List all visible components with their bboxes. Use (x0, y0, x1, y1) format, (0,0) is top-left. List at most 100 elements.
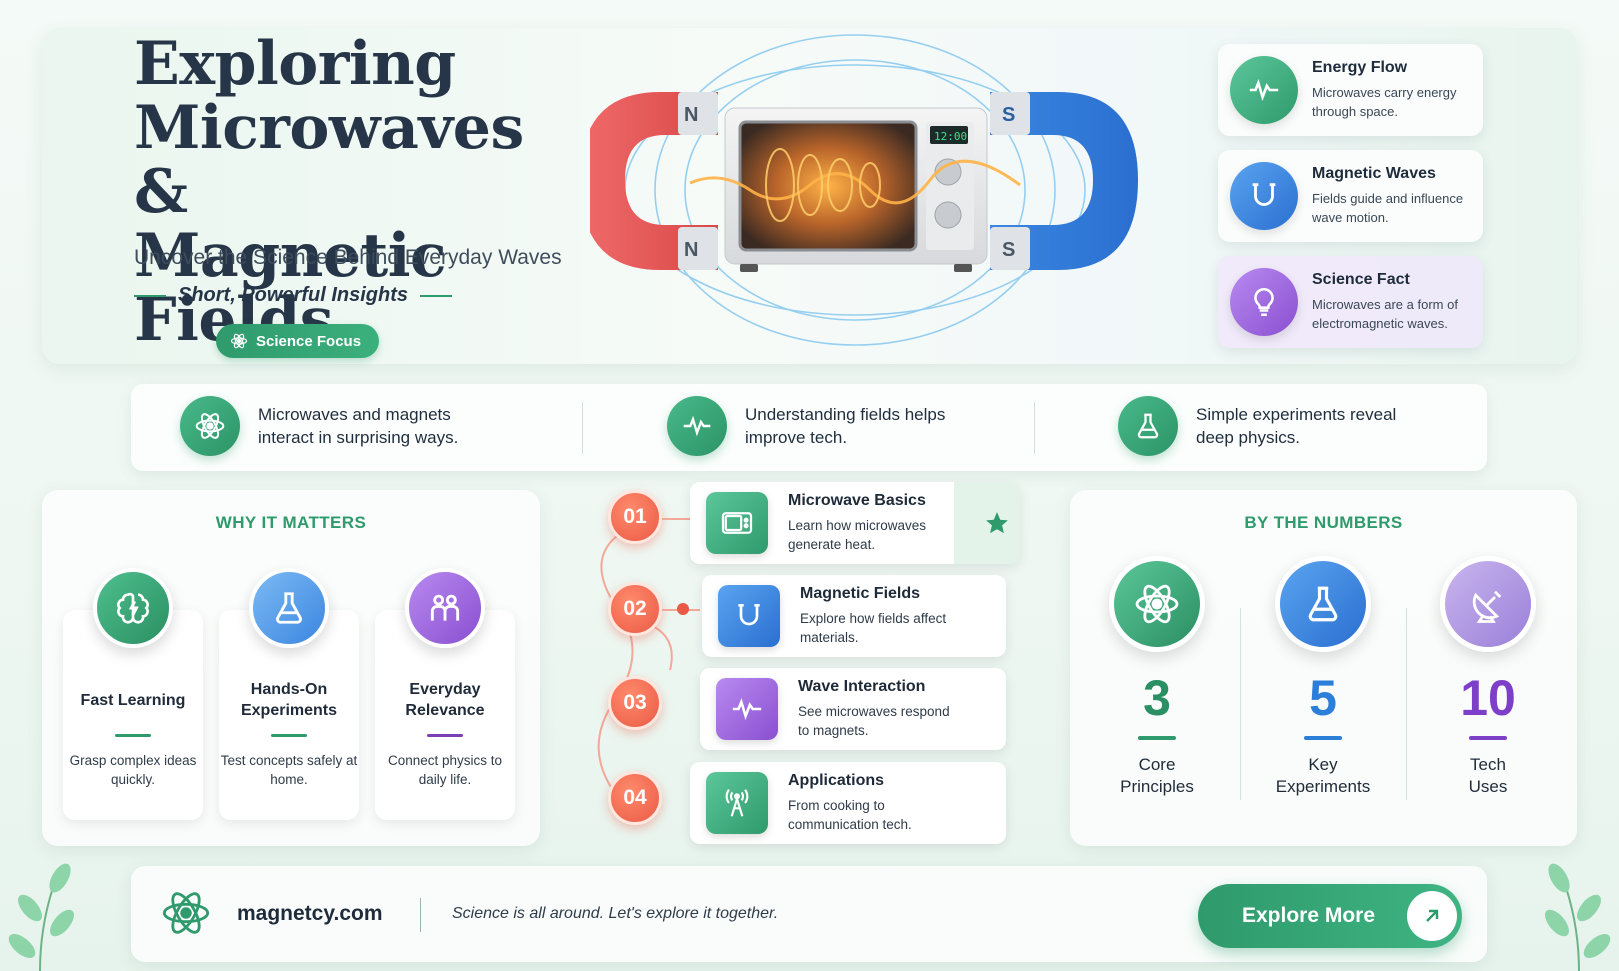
step-applications[interactable]: Applications From cooking to communicati… (690, 762, 1006, 844)
step-text: Learn how microwaves generate heat. (788, 518, 927, 552)
microwave-oven: 12:00 (689, 107, 1021, 272)
stat-value: 5 (1309, 670, 1337, 726)
card-title: Magnetic Waves (1312, 165, 1436, 182)
feature-card-energy-flow[interactable]: Energy Flow Microwaves carry energy thro… (1218, 44, 1483, 136)
pole-label: N (684, 104, 698, 126)
feature-card-science-fact[interactable]: Science Fact Microwaves are a form of el… (1218, 256, 1483, 348)
insight-text: Short, Powerful Insights (178, 284, 409, 306)
step-number: 01 (608, 490, 662, 544)
atom-icon (180, 396, 240, 456)
footer-tagline: Science is all around. Let's explore it … (452, 905, 779, 922)
insight-strip (131, 384, 1487, 471)
science-focus-badge[interactable]: Science Focus (216, 324, 380, 358)
leaf-icon (1545, 863, 1611, 971)
strip-text: Simple experiments reveal deep physics. (1196, 405, 1397, 447)
stat-key-experiments: 5 Key Experiments (1243, 556, 1403, 798)
flask-icon (1275, 556, 1371, 652)
card-title: Fast Learning (80, 691, 186, 709)
step-title: Applications (788, 772, 885, 789)
step-number: 03 (608, 676, 662, 730)
cta-label: Explore More (1242, 904, 1376, 927)
step-number: 04 (608, 771, 662, 825)
divider (420, 294, 453, 297)
divider (420, 898, 421, 932)
star-icon[interactable] (984, 510, 1010, 536)
divider (1034, 402, 1035, 454)
stat-label: Tech Uses (1468, 755, 1508, 796)
strip-text: Microwaves and magnets interact in surpr… (258, 405, 459, 447)
card-text: Connect physics to daily life. (387, 753, 503, 787)
step-magnetic-fields[interactable]: Magnetic Fields Explore how fields affec… (702, 575, 1006, 657)
step-number: 02 (608, 582, 662, 636)
step-text: Explore how fields affect materials. (800, 611, 947, 645)
step-wave-interaction[interactable]: Wave Interaction See microwaves respond … (700, 668, 1006, 750)
hero-insight: Short, Powerful Insights (134, 284, 453, 307)
divider (1240, 608, 1241, 800)
magnet-right: S S (990, 92, 1138, 270)
step-title: Wave Interaction (798, 678, 926, 695)
section-title: BY THE NUMBERS (1244, 513, 1403, 532)
stat-value: 3 (1143, 670, 1171, 726)
explore-more-button[interactable]: Explore More (1198, 884, 1462, 948)
wave-icon (1230, 56, 1298, 124)
why-card-everyday-relevance[interactable]: Everyday Relevance Connect physics to da… (375, 610, 515, 820)
step-title: Magnetic Fields (800, 585, 921, 602)
atom-icon (1109, 556, 1205, 652)
step-microwave-basics[interactable]: Microwave Basics Learn how microwaves ge… (690, 482, 1020, 564)
accent-bar (427, 734, 463, 737)
connector (662, 518, 692, 520)
by-the-numbers-panel (1070, 490, 1577, 846)
stat-core-principles: 3 Core Principles (1077, 556, 1237, 798)
title-line: Exploring (134, 29, 456, 99)
card-text: Test concepts safely at home. (220, 753, 358, 787)
divider (1406, 608, 1407, 800)
arrow-up-right-icon (1407, 891, 1458, 941)
atom-icon (230, 333, 248, 349)
page-title: Exploring Microwaves & Magnetic Fields (134, 32, 594, 352)
divider (582, 402, 583, 454)
pole-label: S (1002, 239, 1015, 261)
atom-logo-icon (162, 892, 210, 934)
flask-icon (1118, 396, 1178, 456)
pole-label: S (1002, 104, 1015, 126)
strip-item: Understanding fields helps improve tech. (667, 396, 975, 456)
strip-item: Simple experiments reveal deep physics. (1118, 396, 1426, 456)
pulse-icon (667, 396, 727, 456)
card-title: Everyday Relevance (405, 681, 485, 719)
strip-text: Understanding fields helps improve tech. (745, 405, 946, 447)
accent-bar (1304, 736, 1342, 740)
flask-icon (249, 568, 329, 648)
card-title: Science Fact (1312, 271, 1410, 288)
card-text: Grasp complex ideas quickly. (69, 753, 197, 787)
title-line: Magnetic Fields (134, 221, 447, 355)
strip-item: Microwaves and magnets interact in surpr… (180, 396, 488, 456)
stat-tech-uses: 10 Tech Uses (1408, 556, 1568, 798)
stat-label: Core Principles (1120, 755, 1194, 796)
bulb-icon (1230, 268, 1298, 336)
magnet-icon (1230, 162, 1298, 230)
step-text: From cooking to communication tech. (788, 798, 912, 832)
accent-bar (271, 734, 307, 737)
step-text: See microwaves respond to magnets. (798, 704, 950, 738)
accent-bar (1469, 736, 1507, 740)
microwave-icon (706, 492, 768, 554)
card-text: Fields guide and influence wave motion. (1312, 191, 1464, 225)
people-icon (405, 568, 485, 648)
accent-bar (115, 734, 151, 737)
pole-label: N (684, 239, 698, 261)
magnet-left: N N (590, 92, 718, 270)
badge-label: Science Focus (256, 332, 362, 350)
magnet-icon (718, 585, 780, 647)
microwave-display: 12:00 (934, 130, 967, 143)
wave-icon (716, 678, 778, 740)
card-text: Microwaves carry energy through space. (1312, 85, 1457, 119)
hero-subtitle: Uncover the Science Behind Everyday Wave… (134, 246, 562, 269)
title-line: Microwaves & (134, 93, 524, 227)
feature-card-magnetic-waves[interactable]: Magnetic Waves Fields guide and influenc… (1218, 150, 1483, 242)
connector-dot (677, 603, 689, 615)
section-title: WHY IT MATTERS (215, 513, 367, 532)
stat-value: 10 (1460, 670, 1516, 726)
card-title: Energy Flow (1312, 59, 1408, 76)
stat-label: Key Experiments (1275, 755, 1371, 796)
site-link[interactable]: magnetcy.com (237, 902, 383, 925)
